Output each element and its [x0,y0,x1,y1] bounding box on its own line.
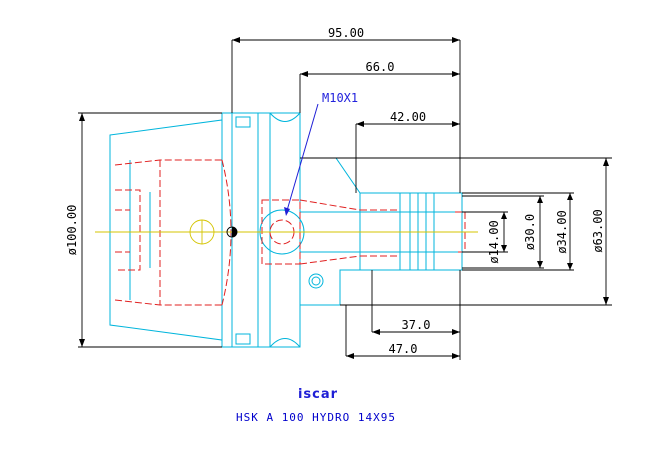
tool-outline [109,112,463,348]
dim-dia-63: ø63.00 [591,209,605,252]
dim-dia-14: ø14.00 [487,220,501,263]
dim-overall-length: 95.00 [328,26,364,40]
dim-dia-34: ø34.00 [555,210,569,253]
dim-dia-30: ø30.0 [523,214,537,250]
thread-callout: M10X1 [322,91,358,105]
dim-length-37: 37.0 [402,318,431,332]
hidden-lines [114,159,466,306]
dim-dia-100: ø100.00 [65,205,79,256]
dim-length-42: 42.00 [390,110,426,124]
drawing-caption: HSK A 100 HYDRO 14X95 [236,411,396,424]
dim-length-66: 66.0 [366,60,395,74]
thread-leader [285,103,319,215]
dim-length-47: 47.0 [389,342,418,356]
dimension-lines [78,37,612,360]
iscar-logo: iscar [298,387,338,402]
datum-marker [226,226,238,238]
centerline [95,219,478,245]
